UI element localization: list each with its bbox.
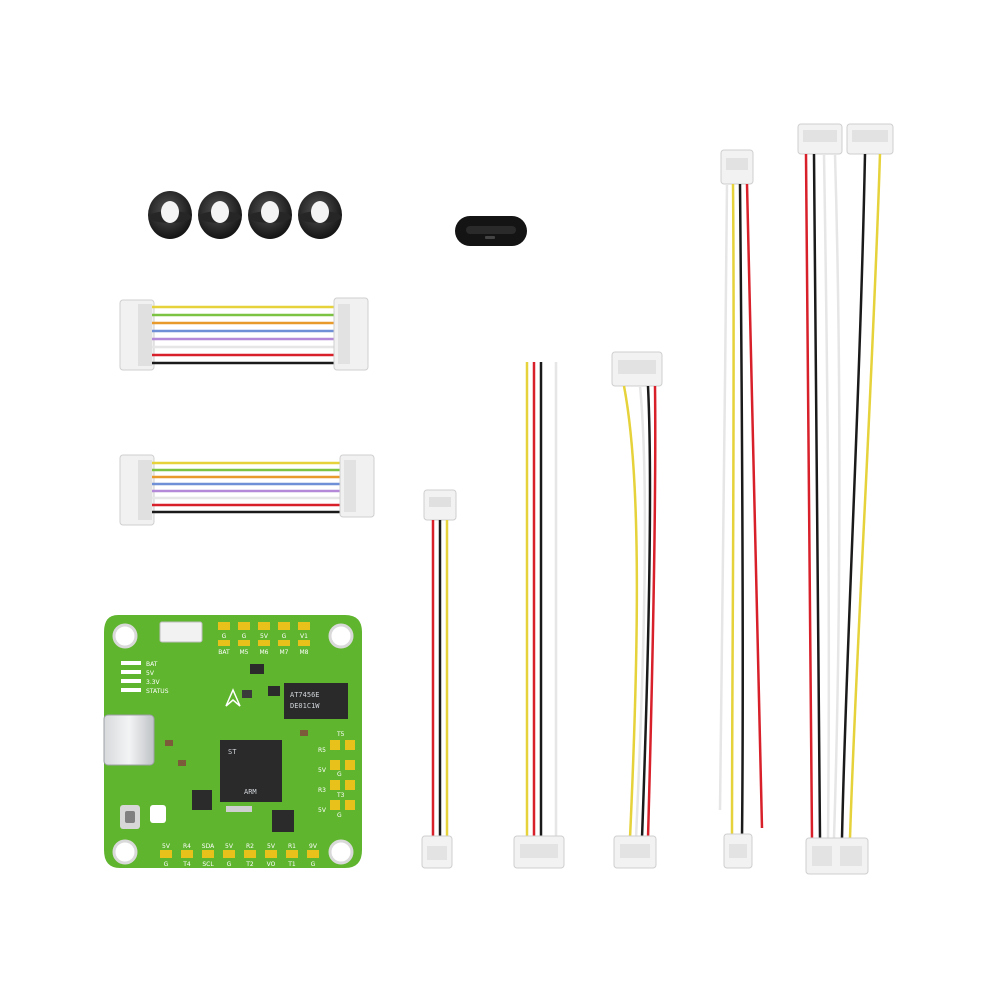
pad-label: R2: [246, 843, 254, 850]
pad-label: G: [311, 861, 316, 868]
pad-label: G: [227, 861, 232, 868]
top-pads: G G 5V G V1 BAT M5 M6 M7 M8: [218, 622, 310, 656]
pad-label: 5V: [225, 843, 234, 850]
pad-label: M8: [300, 649, 309, 656]
status-leds: BAT 5V 3.3V STATUS: [121, 661, 169, 695]
pad-label: G: [164, 861, 169, 868]
mcu-chip: [220, 740, 282, 802]
pad-label: T4: [182, 861, 191, 868]
short-three-wire-cable: [421, 489, 457, 869]
right-pads: R5 T5 5V G R3 T3 5V G: [318, 731, 355, 819]
chip-label: DE01C1W: [290, 702, 320, 710]
pad-label: VO: [267, 861, 276, 868]
mcu-logo: ST: [228, 748, 237, 756]
mcu-label: ARM: [244, 788, 257, 796]
pad-label: T1: [287, 861, 296, 868]
pad-label: T3: [336, 792, 345, 799]
pad-label: T2: [245, 861, 254, 868]
pad-label: 9V: [309, 843, 318, 850]
led-label: STATUS: [146, 688, 169, 695]
arrow-icon: [225, 688, 241, 707]
pad-label: R3: [318, 787, 326, 794]
brand-logo: [150, 805, 166, 823]
eight-pin-cable-1: [119, 297, 369, 371]
rubber-grommet-icon: [148, 191, 342, 239]
eight-pin-cable-2: [119, 454, 375, 526]
long-six-wire-dual-cable: [797, 123, 894, 875]
pad-label: G: [337, 812, 342, 819]
osd-chip: [284, 683, 348, 719]
pad-label: 5V: [162, 843, 171, 850]
pad-label: M7: [280, 649, 289, 656]
pad-label: G: [337, 771, 342, 778]
pad-label: R1: [288, 843, 296, 850]
pad-label: M5: [240, 649, 249, 656]
led-label: 5V: [146, 670, 155, 677]
pad-label: M6: [260, 649, 269, 656]
pad-label: R5: [318, 747, 326, 754]
pad-label: G: [222, 633, 227, 640]
pad-label: R4: [183, 843, 191, 850]
pad-label: 5V: [318, 807, 327, 814]
four-wire-curved-cable: [611, 351, 663, 869]
pad-label: V1: [300, 633, 308, 640]
pad-label: SDA: [202, 843, 215, 850]
bottom-pads: 5V R4 SDA 5V R2 5V R1 9V G T4 SCL G T2 V…: [160, 843, 319, 868]
four-wire-straight-cable: [513, 362, 565, 869]
chip-label: AT7456E: [290, 691, 320, 699]
led-label: BAT: [146, 661, 158, 668]
pad-label: G: [242, 633, 247, 640]
pad-label: 5V: [267, 843, 276, 850]
long-four-wire-cable: [718, 149, 764, 869]
usb-c-port: [103, 714, 155, 766]
pad-label: 5V: [318, 767, 327, 774]
flight-controller-board: G G 5V G V1 BAT M5 M6 M7 M8 BAT 5V 3.3V …: [103, 615, 362, 868]
boot-button-icon: [120, 805, 140, 829]
pad-label: BAT: [218, 649, 230, 656]
led-label: 3.3V: [146, 679, 161, 686]
pad-label: SCL: [202, 861, 214, 868]
usb-c-adapter-icon: [455, 216, 527, 246]
pad-label: T5: [336, 731, 345, 738]
pad-label: G: [282, 633, 287, 640]
pad-label: 5V: [260, 633, 269, 640]
